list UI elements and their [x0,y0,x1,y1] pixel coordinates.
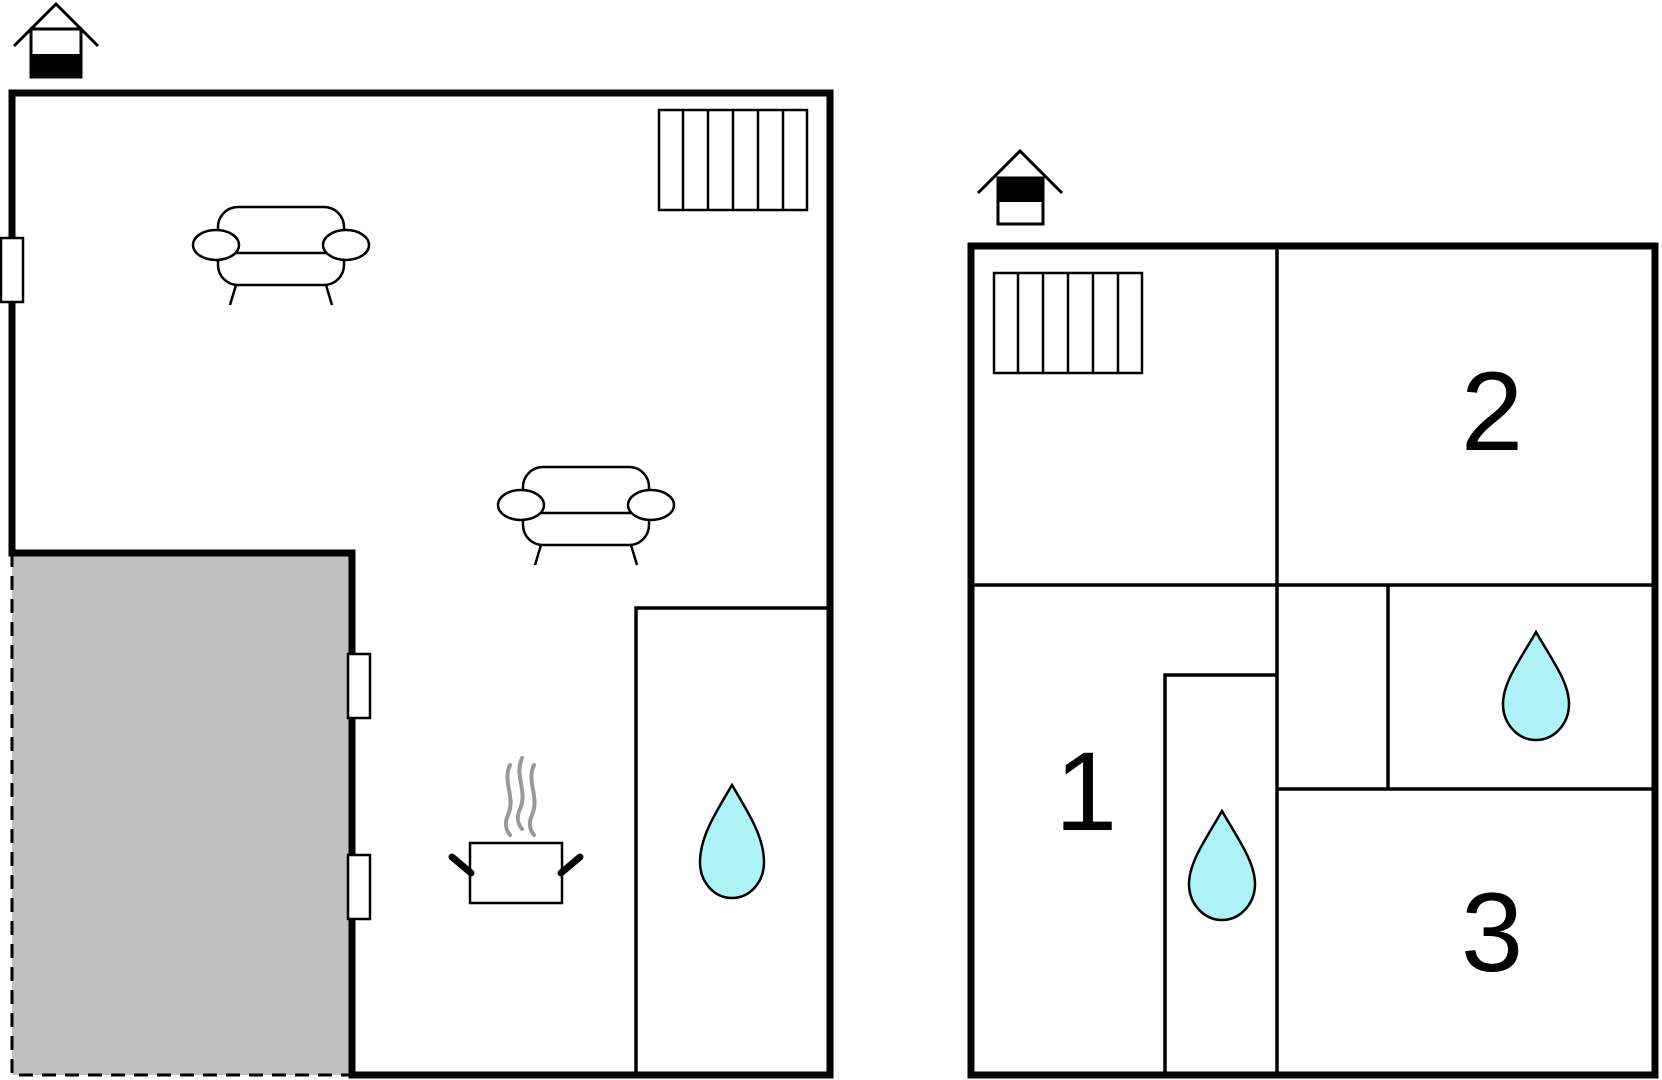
room-label-2: 2 [1461,349,1523,474]
terrace-dashed-outline [10,553,352,1077]
upper-floor-outer-wall [967,242,1659,1079]
ground-bathroom-wall [634,606,830,1075]
sofa-icon [496,465,676,566]
room-label-3: 3 [1461,870,1523,995]
water-drop-icon [698,782,766,900]
stairs-icon [657,108,809,212]
window-icon [346,652,372,720]
cooking-pot-icon [448,756,584,905]
terrace-area [12,553,352,1075]
window-icon [0,236,25,304]
ground-floor [0,1,834,1079]
window-icon [346,853,372,921]
ground-floor-outer-wall [8,89,834,1079]
entrance-icon [976,148,1064,226]
upper-interior-walls [971,246,1655,1075]
stairs-icon [992,271,1144,375]
sofa-icon [191,205,371,306]
room-label-1: 1 [1055,729,1117,854]
water-drop-icon [1187,808,1257,922]
water-drop-icon [1501,629,1571,742]
upper-floor: 1 2 3 [967,148,1659,1079]
entrance-icon [12,1,100,79]
